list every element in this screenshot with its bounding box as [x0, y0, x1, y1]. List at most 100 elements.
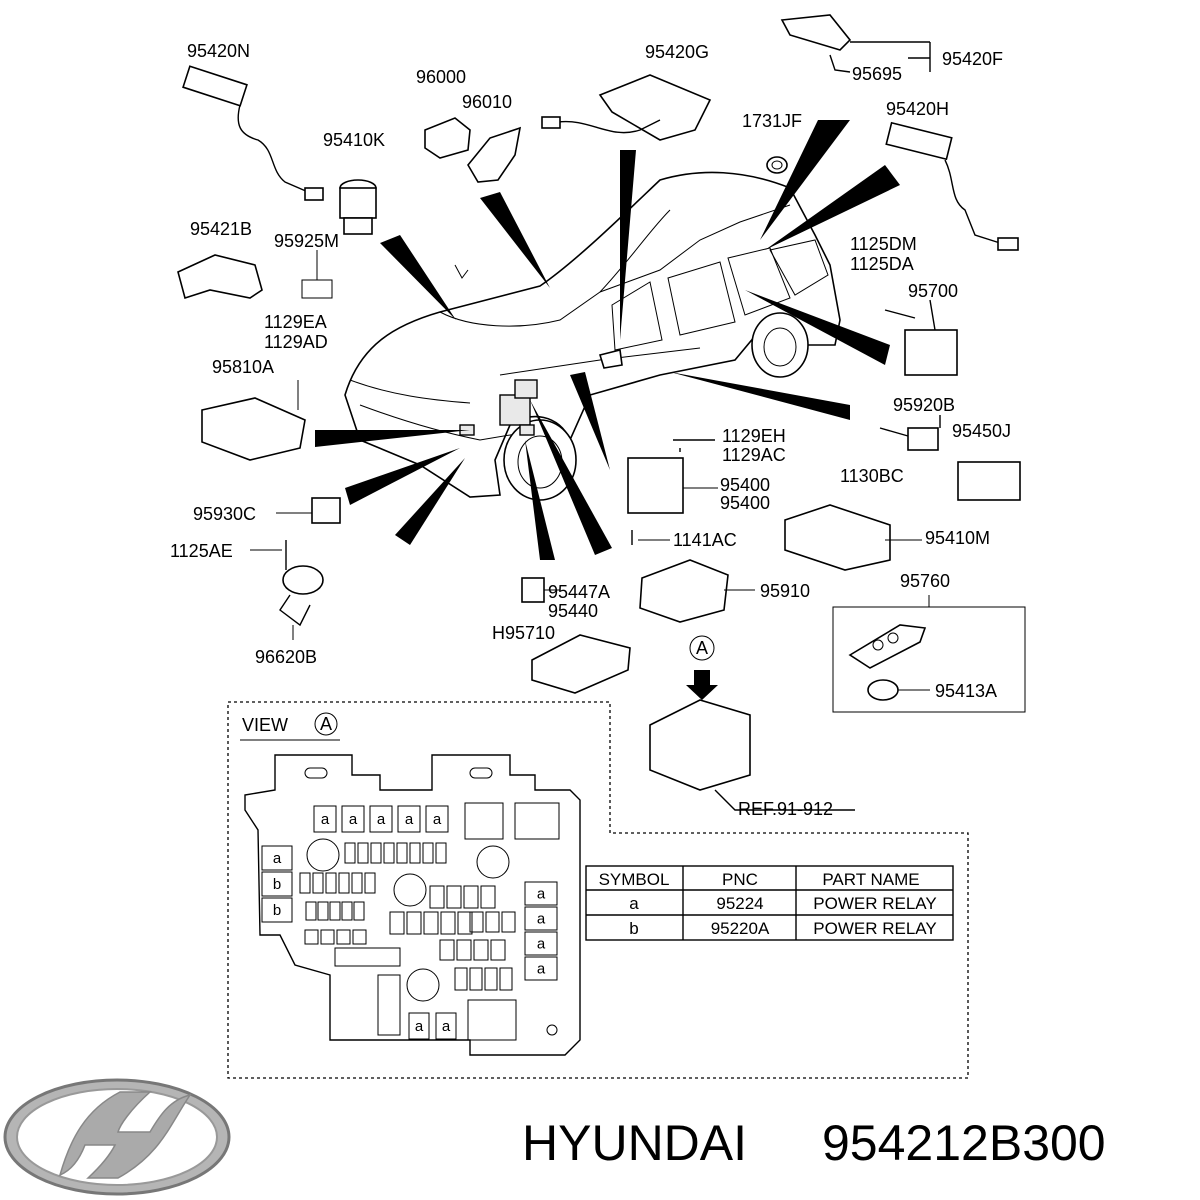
label-95420F: 95420F [942, 49, 1003, 69]
table-cell-name-a: POWER RELAY [813, 894, 936, 913]
table-cell-symbol-a: a [629, 894, 639, 913]
fuse-slot-38-box [484, 967, 498, 991]
fuse-slot-2-box [370, 842, 382, 864]
label-95400-b: 95400 [720, 493, 770, 513]
relay-a-right-2-box [524, 931, 558, 956]
part-95410M [784, 504, 922, 571]
label-1141AC: 1141AC [673, 530, 737, 550]
relay-b-left-1-box [261, 897, 293, 923]
label-ref: REF.91-912 [738, 799, 833, 819]
label-1125DA: 1125DA [850, 254, 914, 274]
fuse-slot-25-box [423, 911, 439, 935]
part-labels: 95420N 96000 96010 95410K 95420G 95695 9… [170, 41, 1011, 819]
relay-a-bottom-1-box [435, 1012, 457, 1040]
label-95400-a: 95400 [720, 475, 770, 495]
part-95420F [780, 14, 931, 73]
fuse-slot-14-box [305, 901, 317, 921]
fuse-slot-34-box [473, 939, 489, 961]
table-cell-pnc-a: 95224 [716, 894, 763, 913]
label-96000: 96000 [416, 67, 466, 87]
fuse-slot-6-box [422, 842, 434, 864]
fuse-slot-30-box [463, 885, 479, 909]
fuse-slot-5-box [409, 842, 421, 864]
fuse-slot-24-box [406, 911, 422, 935]
fuse-slot-17-box [341, 901, 353, 921]
fuse-slot-13-box [364, 872, 376, 894]
label-96010: 96010 [462, 92, 512, 112]
view-title: VIEW [242, 715, 288, 735]
table-header-symbol: SYMBOL [599, 870, 670, 889]
label-95420N: 95420N [187, 41, 250, 61]
part-95925M [301, 250, 333, 299]
fuse-slot-19-box [304, 929, 319, 945]
part-95420G [541, 74, 712, 141]
relay-a-left-box [261, 845, 293, 871]
label-95695: 95695 [852, 64, 902, 84]
fuse-slot-42-box [501, 911, 516, 933]
fuse-slot-31-box [480, 885, 496, 909]
label-95810A: 95810A [212, 357, 274, 377]
fuse-slot-35-box [490, 939, 506, 961]
label-95440: 95440 [548, 601, 598, 621]
fuse-slot-33-box [456, 939, 472, 961]
fuse-slot-1-box [357, 842, 369, 864]
label-95413A: 95413A [935, 681, 997, 701]
relay-a-top-0-label: a [321, 811, 330, 828]
label-1129EA: 1129EA [264, 312, 327, 332]
view-title-mark: A [320, 714, 332, 734]
label-95910: 95910 [760, 581, 810, 601]
relay-b-left-0-box [261, 871, 293, 897]
part-96620B [279, 565, 324, 640]
part-1125AE [250, 540, 287, 570]
fuse-slot-16-box [329, 901, 341, 921]
part-95920B [879, 415, 941, 451]
hyundai-logo [3, 1078, 231, 1196]
relay-a-top-1-box [341, 805, 365, 833]
label-H95710: H95710 [492, 623, 555, 643]
fuse-slot-39-box [499, 967, 513, 991]
relay-a-top-2-label: a [377, 811, 386, 828]
label-95410K: 95410K [323, 130, 385, 150]
part-95440 [531, 634, 631, 694]
label-95420G: 95420G [645, 42, 709, 62]
fuse-slot-27-box [457, 911, 473, 935]
callout-wedges [315, 120, 900, 560]
relay-a-right-3-box [524, 956, 558, 981]
part-95700 [884, 299, 958, 376]
table-header-pnc: PNC [722, 870, 758, 889]
label-95925M: 95925M [274, 231, 339, 251]
label-95421B: 95421B [190, 219, 252, 239]
fuse-slot-0-box [344, 842, 356, 864]
label-1129AC: 1129AC [722, 445, 786, 465]
relay-a-left-label: a [273, 850, 282, 867]
relay-a-right-1-box [524, 906, 558, 931]
table-cell-pnc-b: 95220A [711, 919, 770, 938]
fuse-slot-28-box [429, 885, 445, 909]
view-a-indicator: A [686, 635, 718, 700]
fuse-slot-21-box [336, 929, 351, 945]
fuse-slot-40-box [469, 911, 484, 933]
fuse-slot-8-box [299, 872, 311, 894]
fuse-slot-15-box [317, 901, 329, 921]
fuse-slot-32-box [439, 939, 455, 961]
relay-a-right-2-label: a [537, 936, 546, 953]
relay-a-top-1-label: a [349, 811, 358, 828]
fuse-slot-18-box [353, 901, 365, 921]
label-1125AE: 1125AE [170, 541, 233, 561]
part-96010 [467, 126, 522, 183]
fuse-slot-12-box [351, 872, 363, 894]
relay-a-bottom-0-box [408, 1012, 430, 1040]
label-96620B: 96620B [255, 647, 317, 667]
part-95400 [627, 439, 718, 514]
fuse-slot-3-box [383, 842, 395, 864]
label-1129AD: 1129AD [264, 332, 328, 352]
relay-a-top-3-box [397, 805, 421, 833]
table-header-part-name: PART NAME [822, 870, 919, 889]
relay-b-left-1-label: b [273, 902, 281, 919]
part-95420H [885, 121, 1019, 251]
view-a-panel: VIEW A [227, 701, 969, 1079]
part-95930C [276, 497, 341, 524]
relay-b-left-0-label: b [273, 876, 281, 893]
